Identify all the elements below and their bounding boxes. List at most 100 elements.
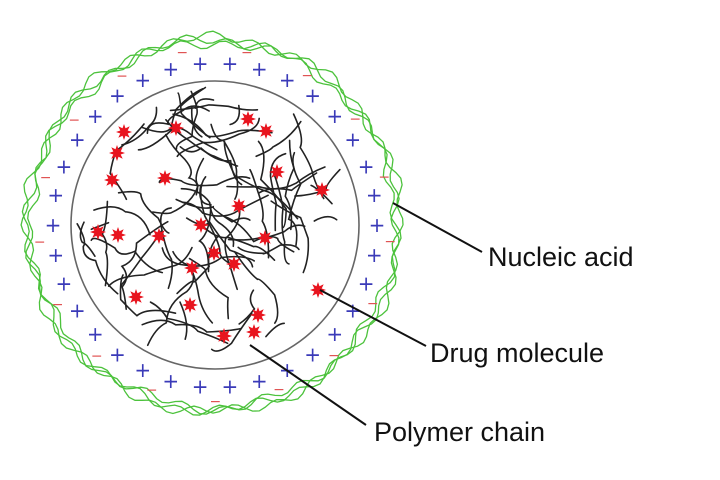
drug-molecule [184, 260, 200, 276]
negative-charge: − [116, 69, 128, 85]
positive-charge: + [69, 298, 86, 322]
nucleic-acid-strand [20, 30, 404, 415]
polymer-chain [109, 123, 145, 201]
polymer-chain [269, 152, 287, 232]
polymer-chain [210, 312, 253, 352]
negative-charge: − [146, 382, 158, 398]
polymer-chain [265, 322, 285, 338]
polymer-chain [146, 266, 195, 347]
drug-molecule [110, 227, 126, 243]
polymer-chain [188, 257, 230, 320]
polymer-chain [181, 194, 269, 217]
positive-charge: + [192, 52, 209, 76]
polymer-chain [141, 319, 243, 333]
drug-molecule [206, 245, 222, 261]
positive-charge: + [134, 68, 151, 92]
drug-molecule [116, 124, 132, 140]
positive-charge: + [326, 322, 343, 346]
polymer-chain [180, 86, 207, 107]
polymer-chain [164, 133, 199, 196]
drug-molecule [226, 256, 242, 272]
polymer-chain [201, 225, 276, 261]
positive-charge: + [47, 243, 64, 267]
positive-charge: + [222, 52, 239, 76]
polymer-chains [76, 86, 341, 352]
polymer-chain [176, 235, 219, 295]
positive-charge: + [326, 104, 343, 128]
drug-molecule [231, 198, 247, 214]
polymer-chain [169, 104, 259, 112]
drug-molecule [109, 145, 125, 161]
polymer-chain [119, 274, 177, 317]
polymer-chain [90, 221, 110, 231]
drug-molecule [168, 120, 184, 136]
drug-molecule [250, 307, 266, 323]
polymer-chain [172, 250, 214, 324]
drug-molecule-leader-line [319, 289, 427, 347]
positive-charge: + [109, 342, 126, 366]
polymer-chain [107, 246, 193, 287]
positive-charge: + [56, 155, 73, 179]
positive-charge: + [192, 374, 209, 398]
polymer-chain [233, 250, 279, 324]
negative-charge: − [241, 45, 253, 61]
polymer-chain [313, 215, 338, 222]
polymer-chain [226, 166, 326, 190]
positive-charge: + [56, 272, 73, 296]
polymer-chain [249, 168, 270, 259]
drug-molecule [310, 282, 326, 298]
negative-charge: − [349, 112, 361, 128]
polymer-chain [210, 123, 239, 200]
positive-charge: + [87, 322, 104, 346]
drug-molecule [314, 182, 330, 198]
drug-molecule [157, 170, 173, 186]
polymer-chain [227, 224, 306, 241]
polymer-chain [159, 207, 173, 290]
polymer-chain [258, 172, 318, 194]
drug-molecule [104, 172, 120, 188]
drug-molecule [90, 224, 106, 240]
polymer-chain [117, 190, 170, 234]
negative-charge: − [52, 297, 64, 313]
nucleic-acid-leader-line [392, 202, 483, 253]
drug-molecule [193, 217, 209, 233]
positive-charge: + [369, 213, 386, 237]
polymer-chain [198, 184, 212, 273]
negative-charge: − [176, 45, 188, 61]
negative-charge: − [40, 170, 52, 186]
drug-molecule [182, 297, 198, 313]
drug-molecule [269, 164, 285, 180]
positive-charge: + [358, 155, 375, 179]
positive-charge: + [344, 128, 361, 152]
positive-charge: + [162, 369, 179, 393]
polymer-chain [257, 140, 288, 229]
positive-charge: + [162, 57, 179, 81]
positive-charge: + [366, 183, 383, 207]
negative-charge: − [210, 394, 222, 410]
charge-ring: +−++−++−++−++−++−++−++−++−++−++−++−++−++… [34, 45, 396, 410]
positive-charge: + [222, 374, 239, 398]
positive-charge: + [134, 358, 151, 382]
drug-molecule [258, 123, 274, 139]
positive-charge: + [109, 84, 126, 108]
polymer-chain [90, 237, 164, 274]
negative-charge: − [384, 234, 396, 250]
positive-charge: + [304, 84, 321, 108]
polymer-core-outline [70, 80, 360, 370]
polymer-chain [238, 289, 256, 325]
polymer-chain [76, 223, 119, 295]
drug-molecule [246, 324, 262, 340]
negative-charge: − [301, 68, 313, 84]
polymer-chain-leader-line [249, 344, 367, 426]
polymer-chain [137, 88, 204, 151]
polymer-chain [176, 117, 260, 158]
negative-charge: − [68, 112, 80, 128]
polymer-chain [287, 151, 302, 247]
polymer-chain [190, 106, 203, 138]
drug-molecule [128, 289, 144, 305]
negative-charge: − [378, 169, 390, 185]
polymer-chain [255, 120, 302, 158]
polymer-chain [121, 106, 158, 146]
polymer-chain [177, 92, 211, 139]
